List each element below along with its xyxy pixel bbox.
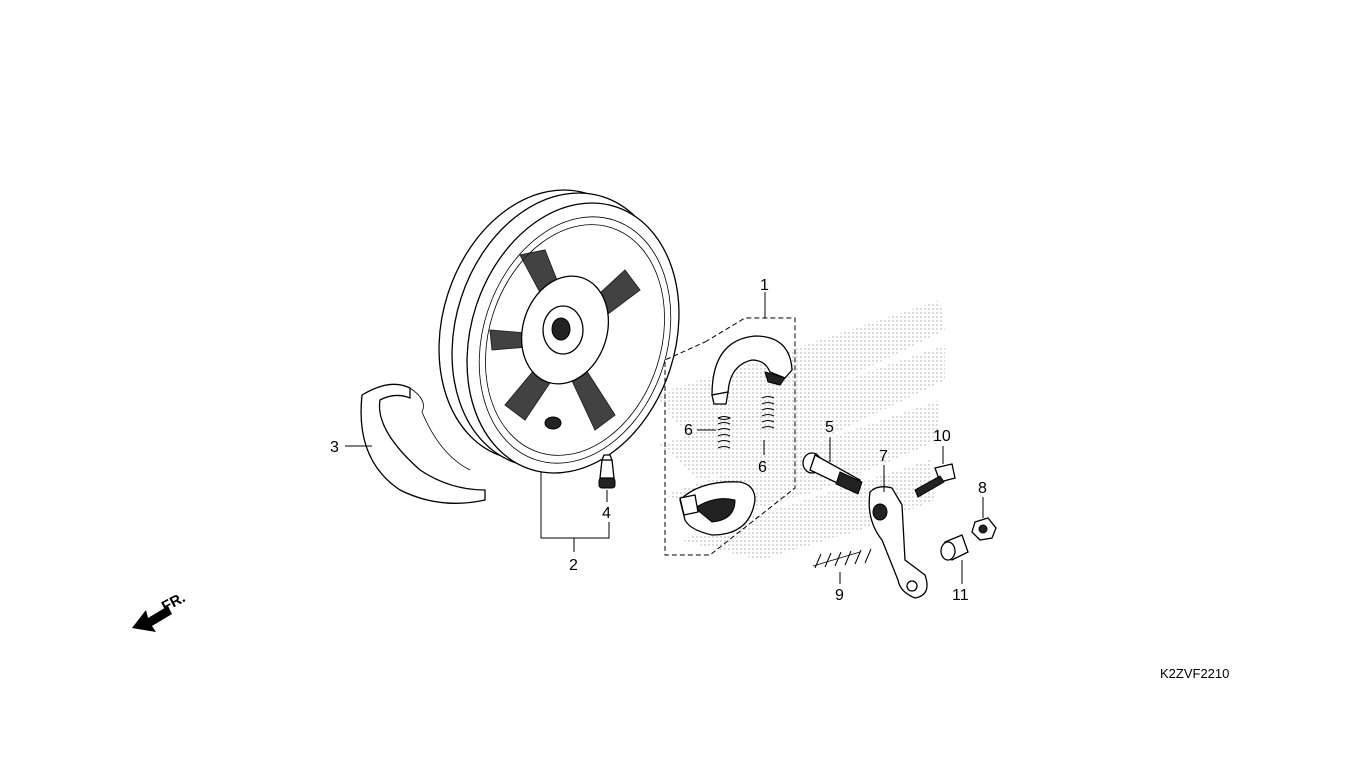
label-part-6-right: 6 bbox=[758, 459, 767, 476]
part-10-bolt bbox=[914, 463, 956, 498]
diagram-code: K2ZVF2210 bbox=[1160, 666, 1229, 681]
part-6-spring-right bbox=[761, 396, 775, 429]
part-8-nut bbox=[971, 517, 997, 541]
label-part-10: 10 bbox=[933, 428, 951, 445]
label-part-4: 4 bbox=[602, 505, 611, 522]
label-part-5: 5 bbox=[825, 419, 834, 436]
label-part-8: 8 bbox=[978, 480, 987, 497]
label-part-1: 1 bbox=[760, 277, 769, 294]
leader-lines bbox=[345, 292, 984, 584]
part-5-brake-cam bbox=[802, 452, 863, 495]
part-9-spring bbox=[812, 548, 872, 569]
part-3-cover bbox=[360, 383, 486, 504]
label-part-3: 3 bbox=[330, 439, 339, 456]
label-part-2: 2 bbox=[569, 557, 578, 574]
wing-logo-watermark bbox=[655, 300, 945, 560]
rear-wheel bbox=[438, 189, 680, 474]
part-11-joint-pin bbox=[940, 534, 969, 561]
part-7-brake-arm bbox=[868, 486, 928, 599]
label-part-9: 9 bbox=[835, 587, 844, 604]
part-4-valve bbox=[598, 454, 616, 489]
front-arrow-icon: FR. bbox=[132, 589, 188, 632]
part-1-brake-shoes bbox=[679, 335, 793, 536]
label-part-11: 11 bbox=[952, 587, 969, 604]
label-part-7: 7 bbox=[879, 448, 888, 465]
part-6-spring-left bbox=[717, 416, 732, 449]
label-part-6-left: 6 bbox=[684, 422, 693, 439]
